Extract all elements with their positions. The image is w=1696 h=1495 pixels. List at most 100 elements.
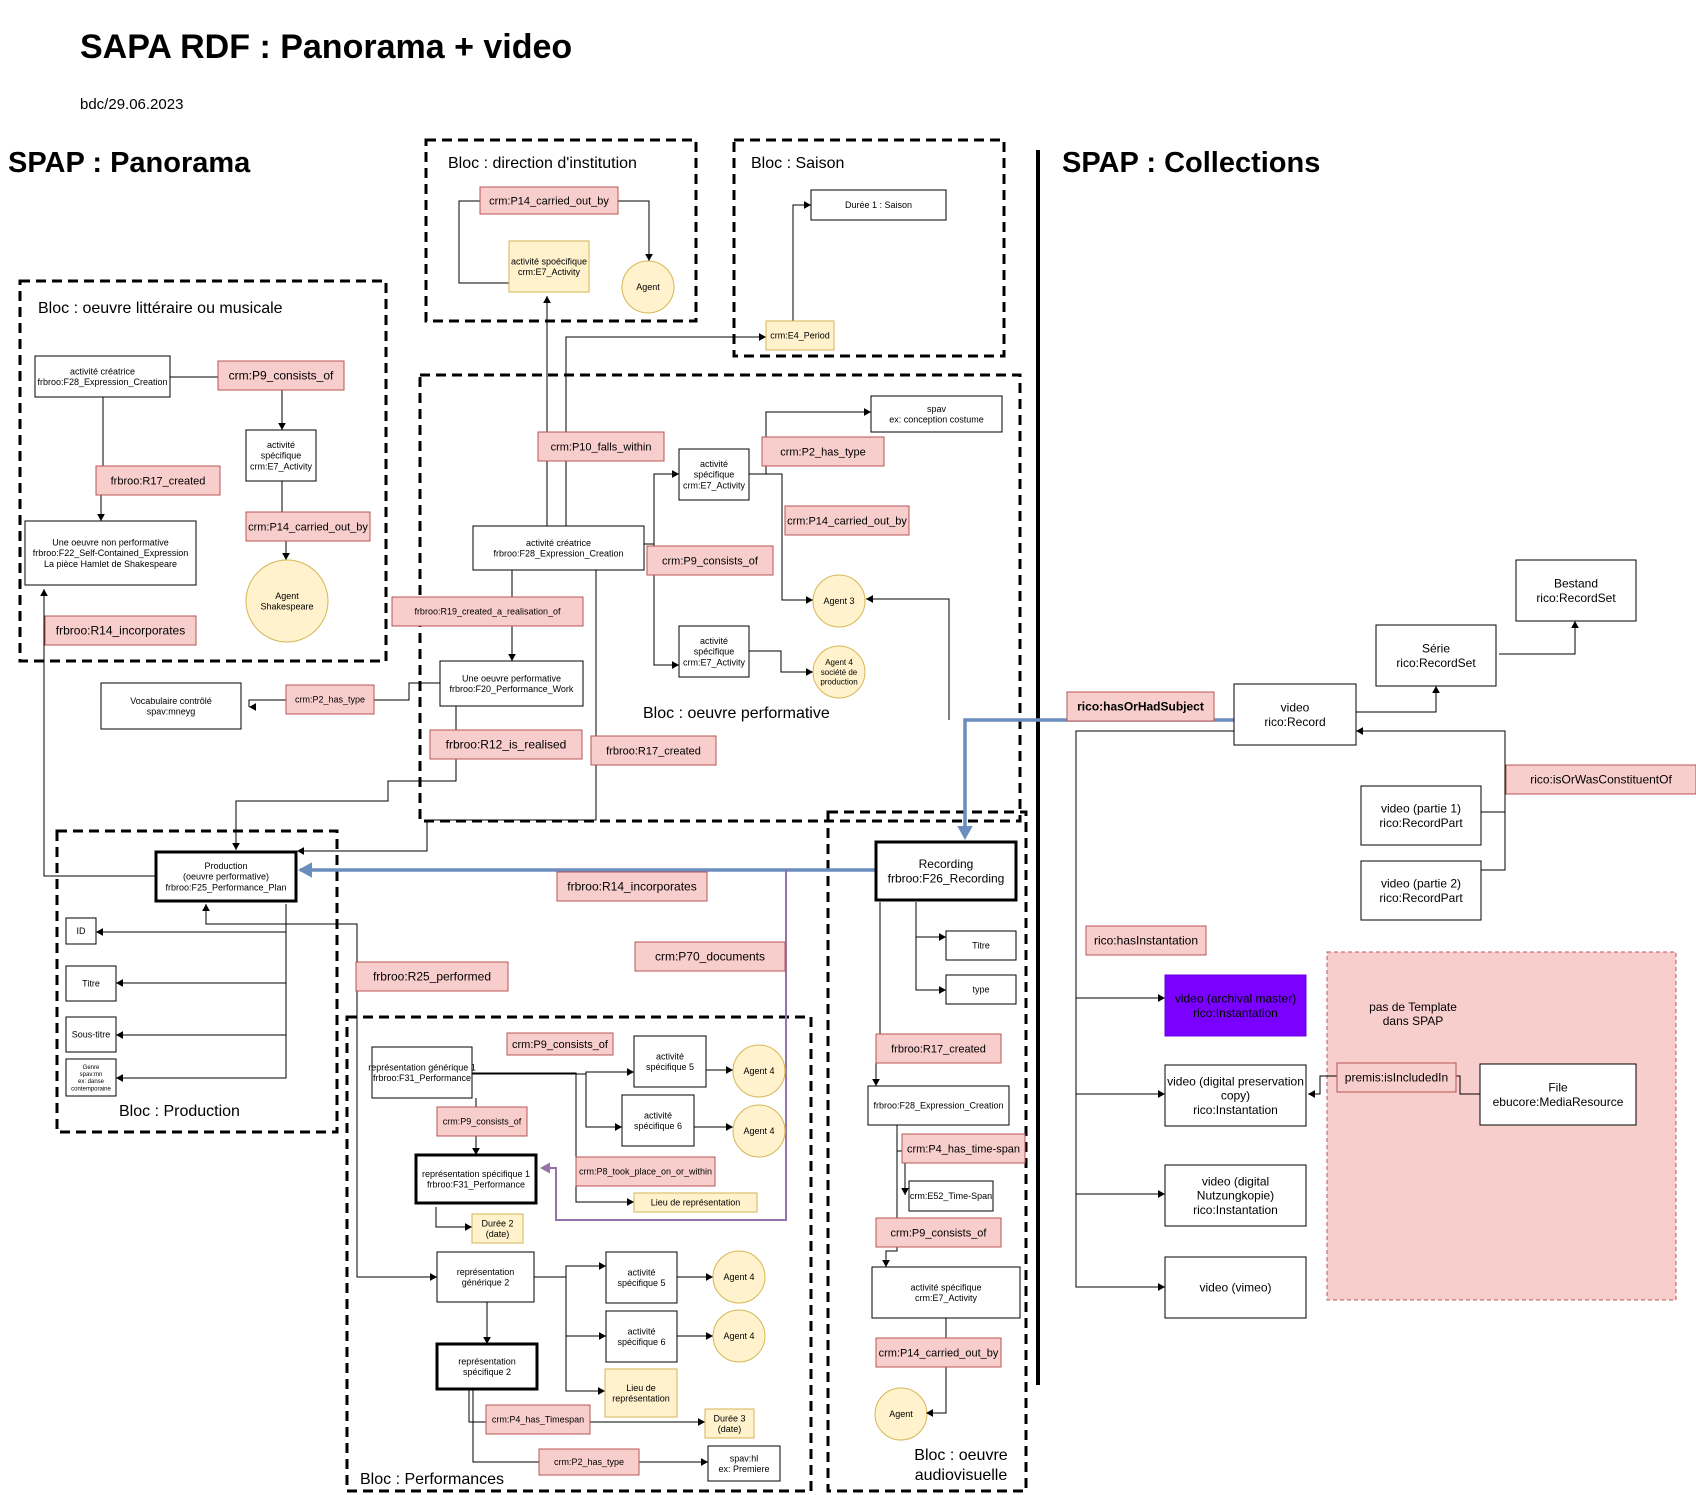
node-label: Agent 4 [723,1331,754,1341]
arrow-head [882,1260,890,1267]
node-label: frbroo:F26_Recording [888,871,1005,885]
arrow-head [1308,1090,1315,1098]
node-label: frbroo:F31_Performance [373,1073,471,1083]
node-label: rico:hasOrHadSubject [1077,700,1204,714]
node-av-timespan: crm:E52_Time-Span [908,1180,994,1212]
node-label: frbroo:F22_Self-Contained_Expression [33,548,189,558]
arrow-head [1432,686,1440,693]
arrow-head [939,933,946,941]
arrow-head [249,703,256,711]
arrow-head [1356,727,1363,735]
node-label: activité [267,440,295,450]
node-label: frbroo:F28_Expression_Creation [873,1101,1003,1111]
edge-lit-creation-oeuvre [100,397,104,521]
node-p70: crm:P70_documents [634,941,786,972]
node-perf-r19: frbroo:R19_created_a_realisation_of [391,596,584,627]
node-perf-r17: frbroo:R17_created [590,735,717,766]
arrow-head [278,423,286,430]
node-label: Durée 1 : Saison [845,200,912,210]
node-label: crm:P14_carried_out_by [489,195,609,207]
node-label: crm:E7_Activity [518,267,581,277]
arrow-head [901,1188,909,1195]
arrow-head [1158,994,1165,1002]
node-pf-agent4b: Agent 4 [732,1104,786,1158]
arrow-head [540,1162,550,1174]
node-label: crm:P4_has_time-span [907,1143,1020,1155]
node-pf-consists1: crm:P9_consists_of [506,1032,614,1056]
node-r14-main: frbroo:R14_incorporates [556,871,708,902]
node-label: crm:E52_Time-Span [910,1191,992,1201]
node-partie1: video (partie 1)rico:RecordPart [1360,785,1482,846]
node-label: spav:mn [80,1072,103,1078]
node-label: spécifique [261,451,302,461]
node-label: Agent 4 [743,1126,774,1136]
node-label: spécifique [694,470,735,480]
svg-text:Bloc : oeuvre: Bloc : oeuvre [914,1447,1007,1464]
node-label: frbroo:R19_created_a_realisation_of [414,607,561,617]
node-label: crm:P2_has_type [295,695,365,705]
node-label: rico:Instantation [1193,1103,1278,1117]
bloc-production [55,829,339,1134]
node-perf-agent3: Agent 3 [812,574,866,628]
node-label: crm:P9_consists_of [229,369,334,383]
node-label: Sous-titre [72,1030,111,1040]
arrow-head [430,1273,437,1281]
node-label: video (digital preservation [1167,1074,1304,1088]
node-label: video (digital [1202,1174,1269,1188]
bloc-performances [345,1015,813,1493]
arrow-head [864,408,871,416]
edge-creatrice-activity2 [653,544,679,666]
edge-rec-titre [915,902,946,938]
node-prod-titre: Titre [65,965,117,1002]
edge-r25-gen2 [356,1073,437,1278]
node-instantiation: rico:hasInstantation [1085,925,1207,956]
edge-rec-type [915,937,946,991]
node-label: crm:P4_has_Timespan [492,1415,584,1425]
node-label: Nutzungkopie) [1197,1189,1274,1203]
node-pf-p2: crm:P2_has_type [538,1448,640,1476]
arrow-head [806,668,813,676]
node-label: Genre [83,1065,100,1071]
node-label: La pièce Hamlet de Shakespeare [44,559,177,569]
node-label: Une oeuvre performative [462,673,561,683]
node-label: représentation spécifique 1 [422,1169,530,1179]
node-archival: video (archival master)rico:Instantation [1164,974,1307,1037]
arrow-head [232,843,240,850]
edge-dir-carried-agent [618,200,650,261]
node-label: frbroo:R14_incorporates [56,624,185,638]
node-label: crm:E7_Activity [250,461,313,471]
node-label: Agent [889,1409,913,1419]
node-label: spav [927,404,947,414]
no-template-area [1326,951,1677,1301]
node-label: Agent 4 [825,658,853,667]
node-pf-generique1: représentation générique 1frbroo:F31_Per… [368,1046,476,1099]
node-label: activité [627,1326,655,1336]
node-lit-consists: crm:P9_consists_of [217,360,345,391]
edge-spec1-duree [435,1207,472,1228]
node-label: Agent [275,591,299,601]
bloc-label-direction: Bloc : direction d'institution [448,155,637,172]
node-label: crm:P9_consists_of [891,1227,988,1239]
node-label: Titre [82,979,100,989]
node-partie2: video (partie 2)rico:RecordPart [1360,860,1482,921]
node-label: Agent 4 [743,1066,774,1076]
node-production: Production(oeuvre performative)frbroo:F2… [154,850,298,903]
node-label: spav:hl [730,1453,759,1463]
node-label: crm:E7_Activity [683,480,746,490]
arrow-head [627,1068,634,1076]
arrow-head [726,1123,733,1131]
node-label: rico:RecordSet [1536,591,1616,605]
node-label: spécifique [694,647,735,657]
arrow-head [116,979,123,987]
node-label: crm:P9_consists_of [443,1117,522,1127]
node-pf-p4: crm:P4_has_Timespan [485,1404,591,1435]
node-label: Durée 3 [713,1413,745,1423]
node-perf-consists: crm:P9_consists_of [646,545,774,576]
node-dir-carried: crm:P14_carried_out_by [479,186,619,215]
node-label: frbroo:R17_created [111,475,206,487]
